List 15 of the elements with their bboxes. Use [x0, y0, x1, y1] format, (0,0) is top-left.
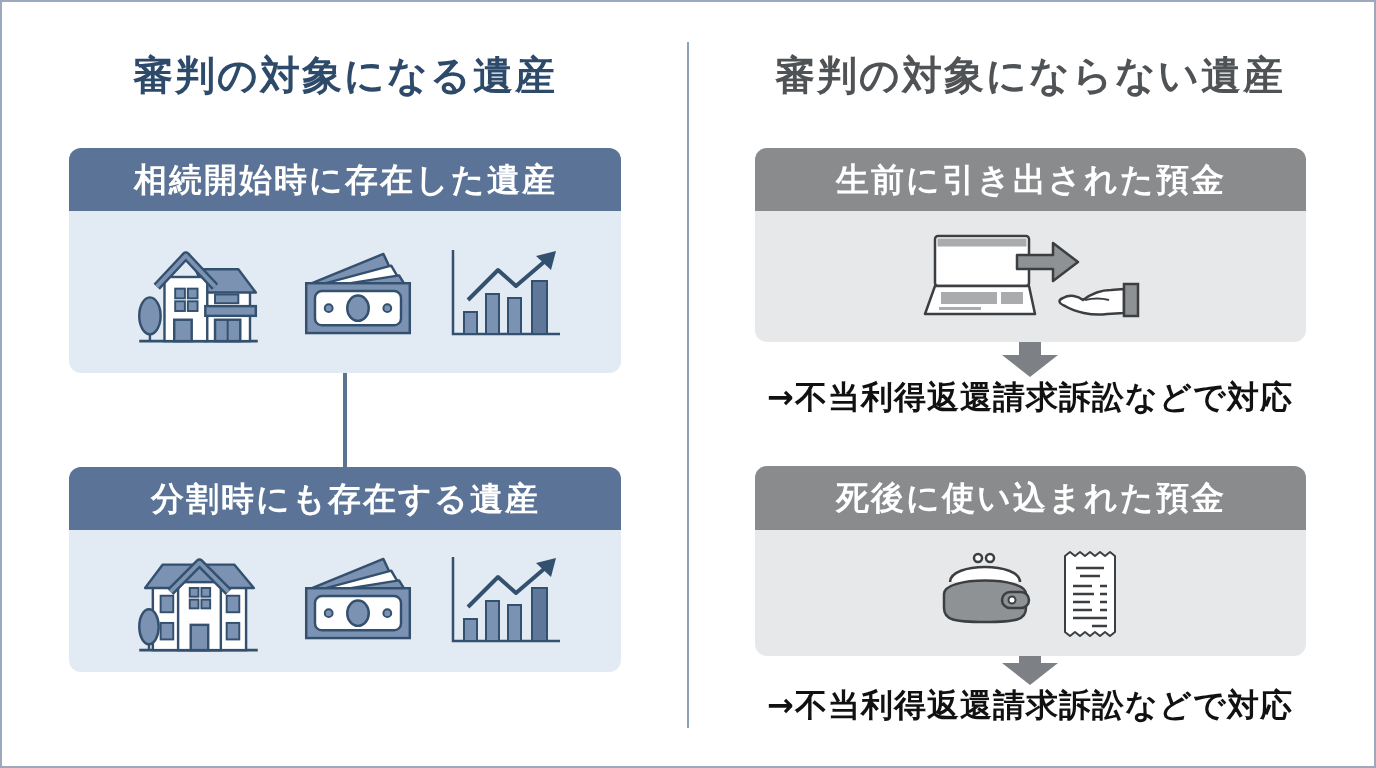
deposit-card — [755, 148, 1306, 342]
deposit-card — [755, 466, 1306, 656]
card-heading: 相続開始時に存在した遺産 — [69, 148, 621, 211]
note-text: →不当利得返還請求訴訟などで対応 — [767, 377, 1293, 417]
column-heading: 審判の対象になる遺産 — [133, 51, 557, 99]
column-heading: 審判の対象にならない遺産 — [775, 51, 1285, 99]
asset-card — [69, 148, 621, 373]
block-arrow — [1002, 342, 1058, 377]
note-text: →不当利得返還請求訴訟などで対応 — [767, 685, 1293, 725]
card-heading: 死後に使い込まれた預金 — [755, 466, 1306, 530]
connector-line — [343, 373, 347, 467]
asset-card — [69, 467, 621, 672]
card-heading: 分割時にも存在する遺産 — [69, 467, 621, 530]
block-arrow — [1002, 656, 1058, 685]
card-heading: 生前に引き出された預金 — [755, 148, 1306, 211]
